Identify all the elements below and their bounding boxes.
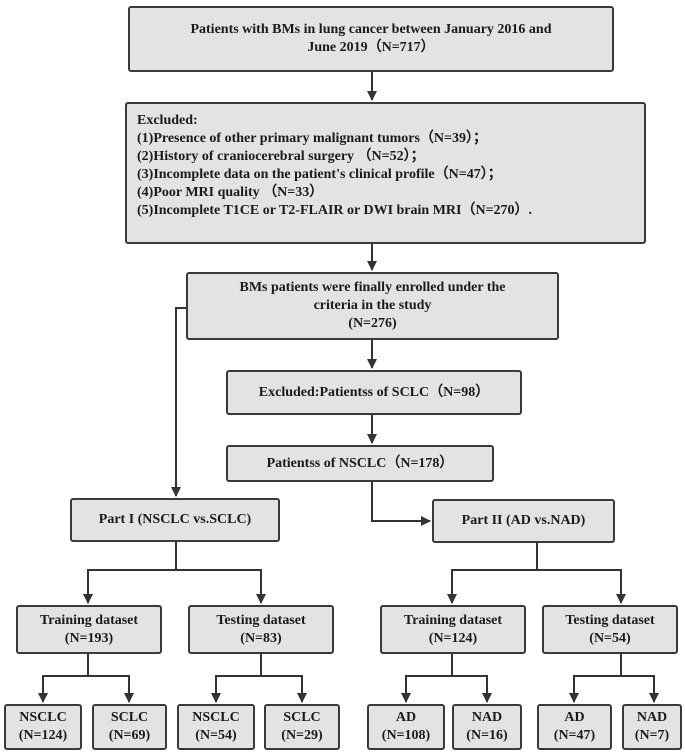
initial-patients-line2: June 2019（N=717） <box>307 40 435 55</box>
arrow-part2-to-testing <box>537 569 626 604</box>
arrow-nsclc-to-part2 <box>371 482 431 526</box>
arrow-enrolled-to-part1 <box>171 307 186 497</box>
part1-box: Part I (NSCLC vs.SCLC) <box>70 498 280 542</box>
p1-train-sclc-box: SCLC (N=69) <box>92 704 167 750</box>
part2-label: Part II (AD vs.NAD) <box>461 513 586 528</box>
p2-test-ad-box: AD (N=47) <box>537 704 612 750</box>
enrolled-line1: BMs patients were finally enrolled under… <box>239 280 506 295</box>
p1-test-nsclc-count: (N=54) <box>195 728 237 743</box>
p1-train-sclc-count: (N=69) <box>108 728 151 743</box>
excluded-sclc-box: Excluded:Patientss of SCLC（N=98） <box>226 370 522 415</box>
p2-train-ad-box: AD (N=108) <box>367 704 445 750</box>
part1-training-count: (N=193) <box>64 630 114 646</box>
p2-train-nad-count: (N=16) <box>466 728 508 743</box>
initial-patients-box: Patients with BMs in lung cancer between… <box>128 6 614 72</box>
p2-test-nad-label: NAD <box>636 710 668 725</box>
p1-train-nsclc-label: NSCLC <box>19 710 67 725</box>
part1-training-label: Training dataset <box>39 612 139 628</box>
p1-test-sclc-count: (N=29) <box>281 728 323 743</box>
p2-train-ad-label: AD <box>395 710 417 725</box>
exclusion-item-2: (2)History of craniocerebral surgery （N=… <box>137 149 425 164</box>
exclusion-criteria-box: Excluded: (1)Presence of other primary m… <box>125 102 646 244</box>
p2-train-nad-box: NAD (N=16) <box>452 704 522 750</box>
p1-test-nsclc-box: NSCLC (N=54) <box>177 704 255 750</box>
arrow-p1-test-left <box>211 654 262 703</box>
p2-train-nad-label: NAD <box>471 710 503 725</box>
p2-test-nad-box: NAD (N=7) <box>622 704 682 750</box>
part2-training-box: Training dataset (N=124) <box>380 605 526 654</box>
p1-test-nsclc-label: NSCLC <box>192 710 240 725</box>
arrow-p2-test-left <box>569 654 622 703</box>
part2-testing-count: (N=54) <box>589 630 631 646</box>
arrow-p1-train-right <box>88 675 134 703</box>
part2-training-count: (N=124) <box>428 630 478 646</box>
part1-testing-label: Testing dataset <box>216 612 306 628</box>
part2-testing-label: Testing dataset <box>565 612 655 628</box>
excluded-sclc-label: Excluded:Patientss of SCLC（N=98） <box>258 384 490 400</box>
arrow-part1-to-training <box>83 542 177 604</box>
arrow-part1-to-testing <box>176 569 266 604</box>
part2-testing-box: Testing dataset (N=54) <box>542 605 678 654</box>
arrow-part2-to-training <box>447 543 538 604</box>
part1-training-box: Training dataset (N=193) <box>16 605 162 654</box>
p1-train-nsclc-count: (N=124) <box>18 728 68 743</box>
part1-label: Part I (NSCLC vs.SCLC) <box>98 512 252 527</box>
exclusion-item-4: (4)Poor MRI quality （N=33） <box>137 185 324 200</box>
p1-test-sclc-box: SCLC (N=29) <box>264 704 340 750</box>
part2-training-label: Training dataset <box>403 612 503 628</box>
enrolled-patients-box: BMs patients were finally enrolled under… <box>186 272 559 340</box>
part1-testing-count: (N=83) <box>240 630 282 646</box>
part2-box: Part II (AD vs.NAD) <box>432 499 615 543</box>
nsclc-patients-box: Patientss of NSCLC（N=178） <box>226 445 494 482</box>
arrow-p1-train-left <box>38 654 89 703</box>
p1-train-sclc-label: SCLC <box>110 710 149 725</box>
arrow-p2-train-left <box>401 654 453 703</box>
exclusion-item-1: (1)Presence of other primary malignant t… <box>137 131 488 146</box>
exclusion-header: Excluded: <box>137 113 198 128</box>
exclusion-item-3: (3)Incomplete data on the patient's clin… <box>137 167 502 182</box>
p2-test-ad-label: AD <box>564 710 585 725</box>
part1-testing-box: Testing dataset (N=83) <box>188 605 334 654</box>
enrolled-line3: (N=276) <box>348 316 397 331</box>
enrolled-line2: criteria in the study <box>313 298 432 313</box>
arrow-p2-test-right <box>621 675 659 703</box>
arrow-p2-train-right <box>452 675 492 703</box>
initial-patients-line1: Patients with BMs in lung cancer between… <box>190 22 552 37</box>
p2-test-nad-count: (N=7) <box>634 728 670 743</box>
p2-test-ad-count: (N=47) <box>553 728 596 743</box>
arrow-p1-test-right <box>261 675 307 703</box>
p1-train-nsclc-box: NSCLC (N=124) <box>4 704 82 750</box>
p2-train-ad-count: (N=108) <box>381 728 431 743</box>
nsclc-patients-label: Patientss of NSCLC（N=178） <box>266 455 454 471</box>
exclusion-item-5: (5)Incomplete T1CE or T2-FLAIR or DWI br… <box>137 203 533 218</box>
p1-test-sclc-label: SCLC <box>283 710 321 725</box>
